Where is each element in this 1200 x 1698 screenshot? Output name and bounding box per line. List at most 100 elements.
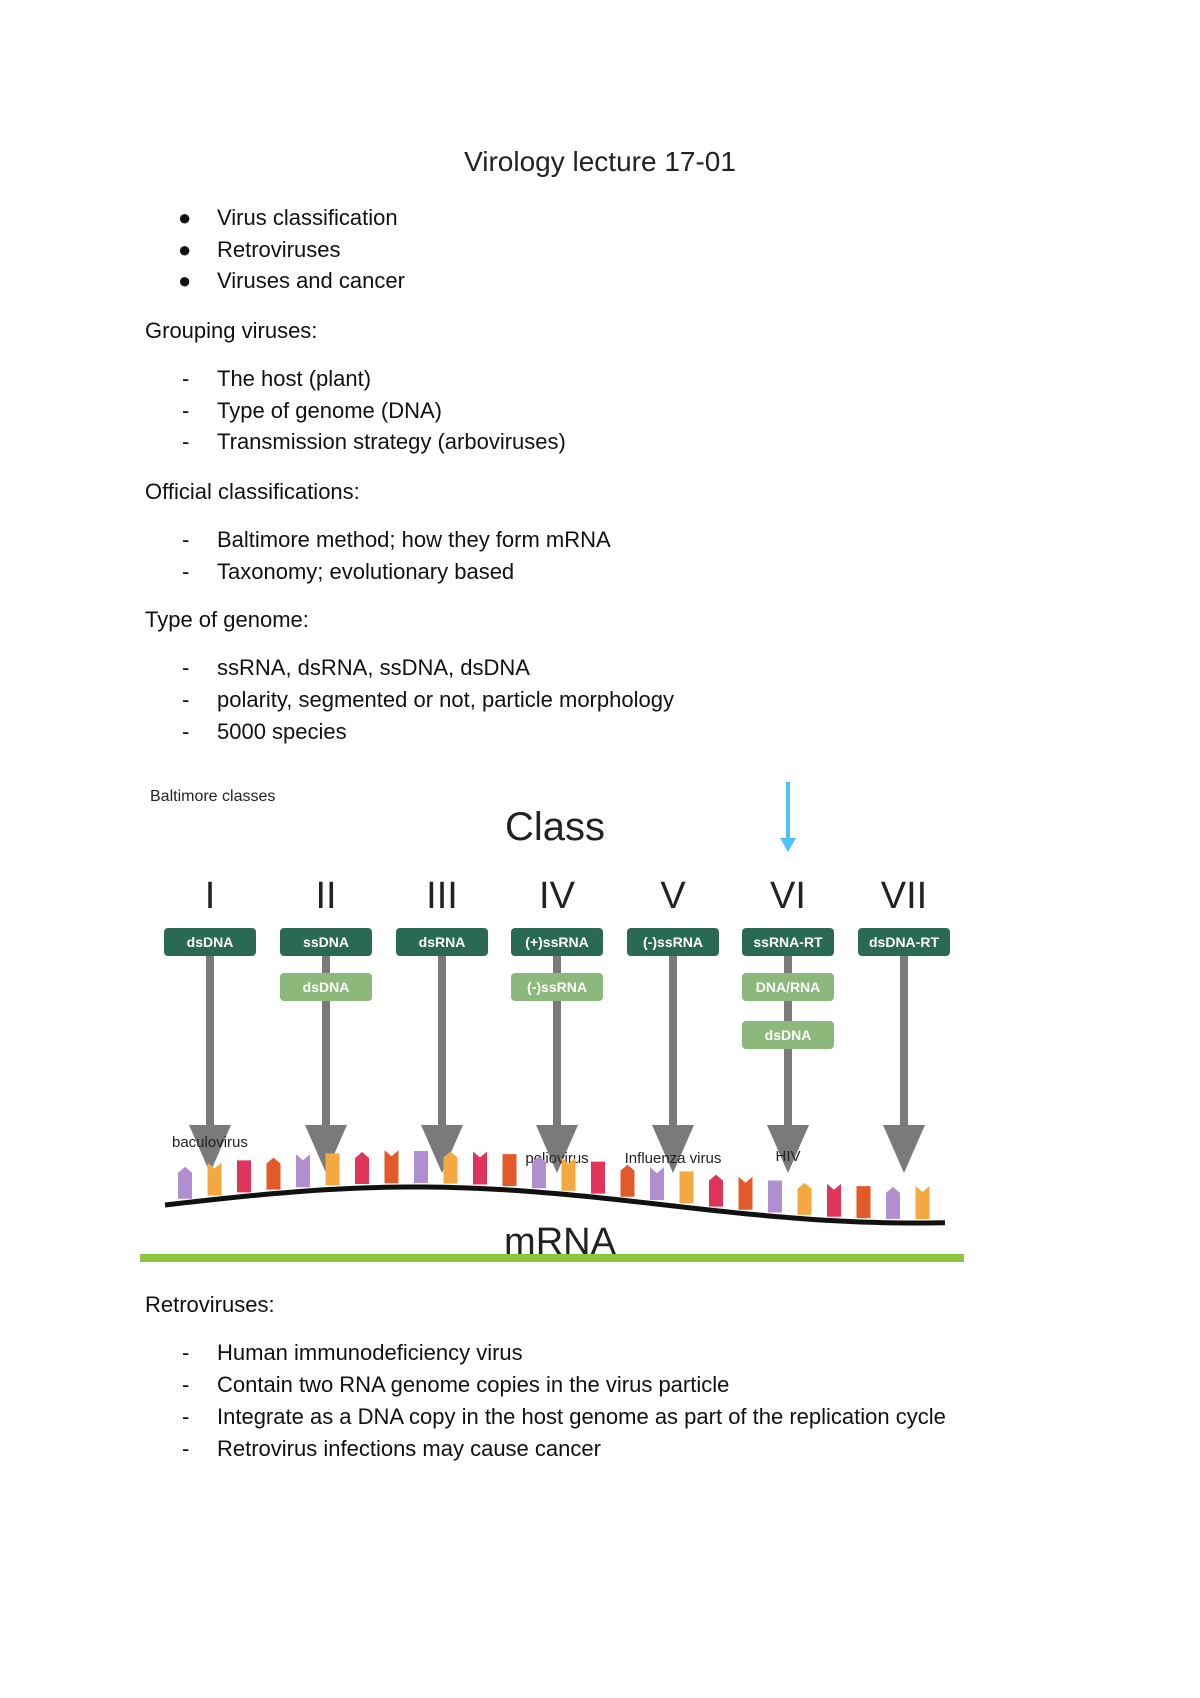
- class-arrow-head: [883, 1125, 925, 1173]
- nucleotide-base: [473, 1151, 487, 1185]
- nucleotide-base: [207, 1162, 222, 1196]
- nucleotide-base: [443, 1151, 458, 1184]
- list-item: polarity, segmented or not, particle mor…: [217, 687, 674, 712]
- dash-marker: -: [182, 1340, 190, 1365]
- class-numeral: III: [426, 875, 458, 917]
- dash-marker: -: [182, 366, 190, 391]
- dash-marker: -: [182, 429, 190, 454]
- virus-example-label: baculovirus: [172, 1134, 248, 1151]
- nucleotide-base: [591, 1161, 605, 1194]
- dash-marker: -: [182, 398, 190, 423]
- virus-example-label: Influenza virus: [625, 1150, 722, 1167]
- figure-caption: Baltimore classes: [150, 788, 276, 805]
- highlight-arrow-head: [780, 838, 796, 852]
- genome-box: [280, 973, 372, 1001]
- genome-box: [396, 928, 488, 956]
- bullet-icon: ●: [178, 205, 192, 230]
- class-arrow-head: [189, 1125, 231, 1173]
- nucleotide-base: [679, 1171, 694, 1204]
- dash-marker: -: [182, 1372, 190, 1397]
- nucleotide-base: [266, 1157, 281, 1190]
- list-item: The host (plant): [217, 366, 372, 391]
- class-arrow-head: [767, 1125, 809, 1173]
- nucleotide-base: [768, 1180, 782, 1213]
- class-numeral: V: [660, 875, 686, 917]
- mrna-label: mRNA: [504, 1221, 617, 1263]
- nucleotide-base: [827, 1183, 841, 1217]
- class-arrow-head: [305, 1125, 347, 1173]
- mrna-strand: [164, 1184, 946, 1226]
- genome-box: [511, 928, 603, 956]
- dash-marker: -: [182, 1436, 190, 1461]
- class-numeral: VI: [770, 875, 806, 917]
- dash-marker: -: [182, 719, 190, 744]
- dash-marker: -: [182, 1404, 190, 1429]
- genome-box: [511, 973, 603, 1001]
- nucleotide-base: [797, 1182, 812, 1215]
- class-arrow-shaft: [322, 946, 330, 1151]
- nucleotide-base: [915, 1185, 930, 1219]
- genome-box-label: DNA/RNA: [756, 979, 821, 995]
- class-arrow-shaft: [900, 946, 908, 1151]
- list-item: ssRNA, dsRNA, ssDNA, dsDNA: [217, 655, 530, 680]
- genome-box: [164, 928, 256, 956]
- list-item: Taxonomy; evolutionary based: [217, 559, 515, 584]
- list-item: Type of genome (DNA): [217, 398, 442, 423]
- class-arrow-head: [536, 1125, 578, 1173]
- genome-box-label: dsDNA-RT: [869, 934, 939, 950]
- genome-box-label: ssRNA-RT: [753, 934, 823, 950]
- section-heading: Type of genome:: [145, 607, 309, 632]
- genome-box-label: (-)ssRNA: [643, 934, 703, 950]
- genome-box-label: dsDNA: [765, 1027, 812, 1043]
- baltimore-classes-diagram: ClassIdsDNAIIssDNAdsDNAIIIdsRNAIV(+)ssRN…: [140, 782, 964, 1263]
- nucleotide-base: [620, 1164, 635, 1197]
- list-item: Contain two RNA genome copies in the vir…: [217, 1372, 730, 1397]
- list-item: 5000 species: [217, 719, 347, 744]
- page-title: Virology lecture 17-01: [464, 146, 736, 177]
- nucleotide-base: [414, 1151, 428, 1184]
- nucleotide-base: [532, 1156, 546, 1189]
- class-numeral: I: [205, 875, 216, 917]
- genome-box-label: dsRNA: [419, 934, 466, 950]
- nucleotide-base: [502, 1154, 517, 1187]
- dash-marker: -: [182, 559, 190, 584]
- genome-box: [742, 973, 834, 1001]
- list-item: Integrate as a DNA copy in the host geno…: [217, 1404, 946, 1429]
- genome-box: [280, 928, 372, 956]
- list-item: Transmission strategy (arboviruses): [217, 429, 566, 454]
- class-arrow-head: [652, 1125, 694, 1173]
- dash-marker: -: [182, 527, 190, 552]
- section-heading: Official classifications:: [145, 479, 360, 504]
- class-numeral: VII: [881, 875, 927, 917]
- genome-box: [858, 928, 950, 956]
- genome-box-label: dsDNA: [187, 934, 234, 950]
- class-arrow-head: [421, 1125, 463, 1173]
- genome-box-label: ssDNA: [303, 934, 349, 950]
- list-item: Human immunodeficiency virus: [217, 1340, 523, 1365]
- genome-box: [627, 928, 719, 956]
- class-arrow-shaft: [553, 946, 561, 1151]
- class-arrow-shaft: [438, 946, 446, 1151]
- section-heading: Grouping viruses:: [145, 318, 318, 343]
- genome-box-label: (+)ssRNA: [525, 934, 588, 950]
- class-numeral: II: [315, 875, 336, 917]
- genome-box: [742, 928, 834, 956]
- topic-item: Viruses and cancer: [217, 268, 405, 293]
- dash-marker: -: [182, 655, 190, 680]
- nucleotide-base: [355, 1151, 369, 1184]
- nucleotide-base: [384, 1150, 399, 1184]
- nucleotide-base: [325, 1153, 340, 1186]
- nucleotide-base: [650, 1167, 664, 1201]
- topic-item: Retroviruses: [217, 237, 341, 262]
- genome-box-label: dsDNA: [303, 979, 350, 995]
- bullet-icon: ●: [178, 237, 192, 262]
- genome-box-label: (-)ssRNA: [527, 979, 587, 995]
- nucleotide-base: [178, 1166, 192, 1199]
- nucleotide-base: [237, 1160, 251, 1193]
- class-arrow-shaft: [669, 946, 677, 1151]
- nucleotide-base: [709, 1174, 723, 1207]
- nucleotide-base: [886, 1186, 900, 1219]
- baseline-bar: [140, 1254, 964, 1262]
- list-item: Retrovirus infections may cause cancer: [217, 1436, 601, 1461]
